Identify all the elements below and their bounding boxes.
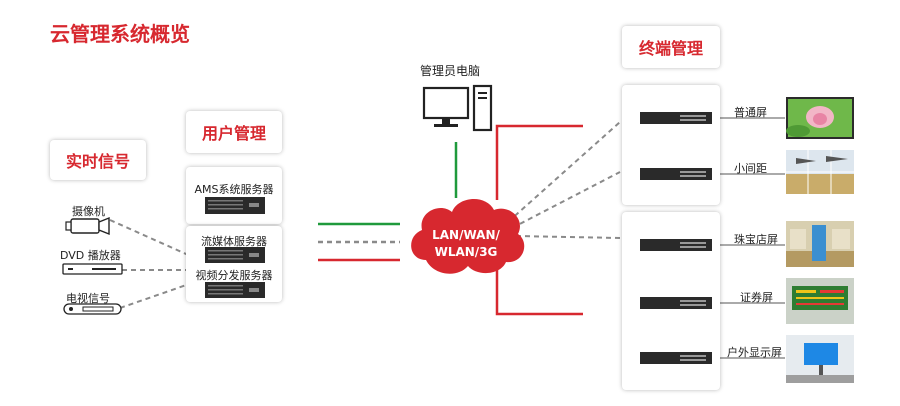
stock-screen-image <box>786 278 854 324</box>
outdoor-screen-image <box>786 335 854 383</box>
streaming-server-icon <box>205 247 265 263</box>
distribution-server-icon <box>205 282 265 298</box>
link-camera-server <box>109 219 196 259</box>
source-label-tv: 电视信号 <box>66 292 110 305</box>
lotus-screen-image <box>786 97 854 139</box>
camera-icon <box>65 216 110 236</box>
computer-icon <box>422 84 493 132</box>
link-dashed-t1 <box>507 121 621 223</box>
screen-label-stock: 证券屏 <box>740 291 773 304</box>
server-label-distribution: 视频分发服务器 <box>195 269 273 282</box>
source-label-camera: 摄像机 <box>72 205 105 218</box>
network-label-line2: WLAN/3G <box>434 245 498 259</box>
jewelry-screen-image <box>786 221 854 267</box>
server-label-ams: AMS系统服务器 <box>194 183 274 196</box>
section-label-terminal: 终端管理 <box>622 26 720 68</box>
terminal-device-icon-3 <box>640 239 712 251</box>
network-label-line1: LAN/WAN/ <box>432 228 500 242</box>
terminal-device-icon-5 <box>640 352 712 364</box>
screen-label-jewelry: 珠宝店屏 <box>734 233 778 246</box>
source-label-dvd: DVD 播放器 <box>60 249 121 262</box>
link-dashed-t2 <box>511 171 621 229</box>
ams-server-icon <box>205 197 265 214</box>
server-label-streaming: 流媒体服务器 <box>201 235 267 248</box>
screen-label-standard: 普通屏 <box>734 106 767 119</box>
fine-pitch-screen-image <box>786 150 854 194</box>
link-tv-server <box>119 281 196 309</box>
section-label-signal: 实时信号 <box>50 140 146 180</box>
screen-label-outdoor: 户外显示屏 <box>727 346 782 359</box>
terminal-panel-top <box>622 85 720 205</box>
terminal-device-icon-4 <box>640 297 712 309</box>
link-dashed-t3 <box>515 235 621 239</box>
server-panel-ams <box>186 167 282 224</box>
cloud-network-icon <box>411 198 525 274</box>
terminal-device-icon-2 <box>640 168 712 180</box>
tv-receiver-icon <box>63 303 122 315</box>
page-title: 云管理系统概览 <box>50 22 190 46</box>
link-cloud-terminal-top <box>495 124 583 200</box>
screen-label-fine-pitch: 小间距 <box>734 162 767 175</box>
admin-pc-label: 管理员电脑 <box>420 64 481 78</box>
terminal-device-icon-1 <box>640 112 712 124</box>
link-cloud-terminal-bottom <box>495 270 583 316</box>
section-label-user: 用户管理 <box>186 111 282 153</box>
dvd-player-icon <box>62 263 123 275</box>
